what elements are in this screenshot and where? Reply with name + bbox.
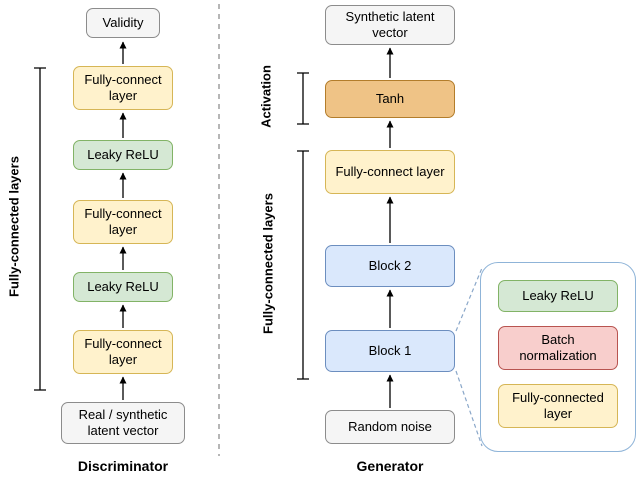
generator-fc-bracket [297,150,309,380]
node-block-2: Block 2 [325,245,455,287]
node-leaky-relu: Leaky ReLU [73,272,173,302]
node-random-noise: Random noise [325,410,455,444]
node-detail-batch-normalization: Batch normalization [498,326,618,370]
activation-bracket [297,72,309,125]
node-real-synthetic-latent-vector: Real / synthetic latent vector [61,402,185,444]
node-fully-connect-layer: Fully-connect layer [73,66,173,110]
discriminator-bracket-label: Fully-connected layers [6,156,22,297]
node-synthetic-latent-vector: Synthetic latent vector [325,5,455,45]
node-detail-leaky-relu: Leaky ReLU [498,280,618,312]
node-fully-connect-layer: Fully-connect layer [73,330,173,374]
block1-detail-connectors [455,267,483,447]
node-detail-fully-connected-layer: Fully-connected layer [498,384,618,428]
node-block-1: Block 1 [325,330,455,372]
callout-connector-line [455,370,483,447]
discriminator-bracket [34,67,46,391]
node-fully-connect-layer: Fully-connect layer [325,150,455,194]
activation-bracket-label: Activation [258,65,274,128]
generator-bracket-label: Fully-connected layers [260,193,276,334]
discriminator-caption: Discriminator [77,458,169,474]
generator-caption: Generator [356,458,424,474]
callout-connector-line [455,267,483,332]
node-fully-connect-layer: Fully-connect layer [73,200,173,244]
node-leaky-relu: Leaky ReLU [73,140,173,170]
node-tanh: Tanh [325,80,455,118]
node-validity: Validity [86,8,160,38]
